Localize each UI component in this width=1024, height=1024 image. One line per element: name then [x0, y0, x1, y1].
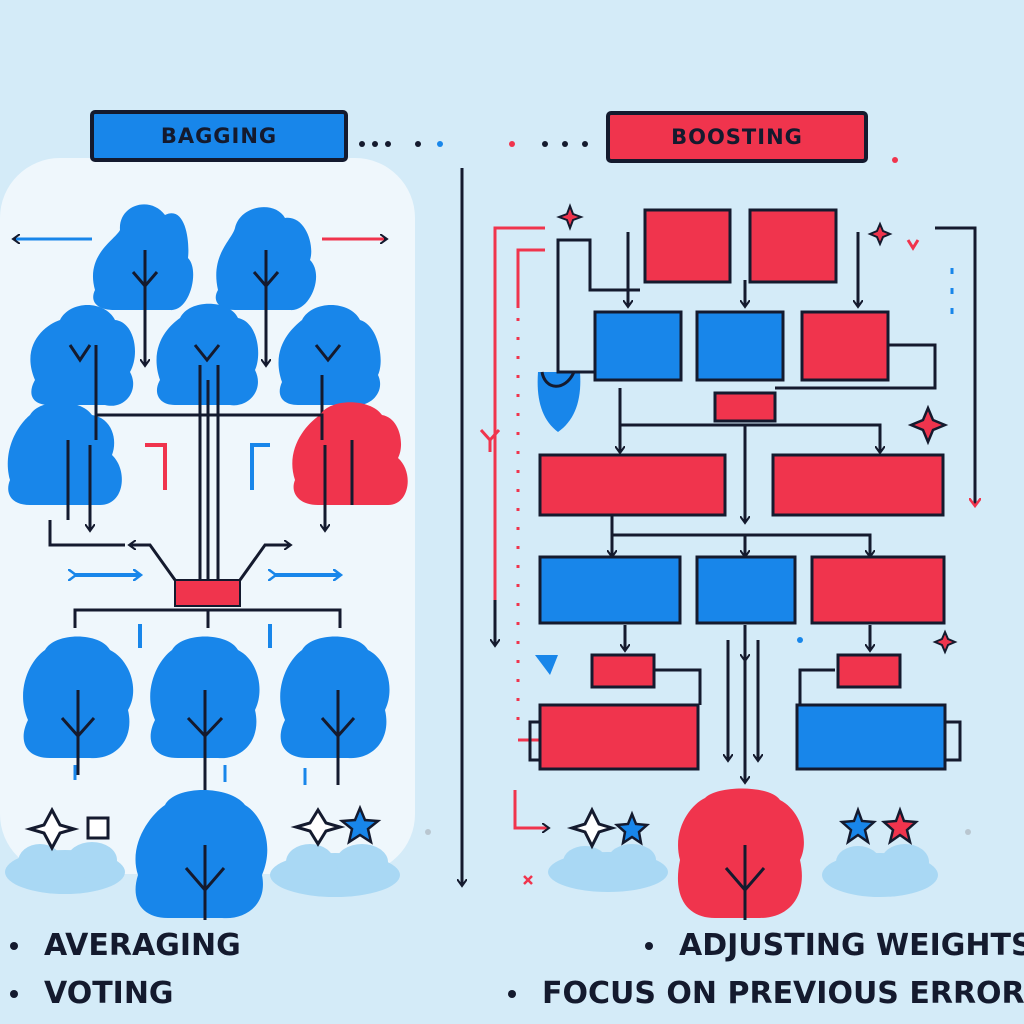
bullet-icon — [10, 942, 18, 950]
title-connector-dots — [359, 141, 898, 163]
star-icon — [838, 806, 878, 845]
boosting-learners — [538, 208, 947, 771]
boosting-connectors — [528, 232, 962, 782]
learner-box — [538, 555, 682, 625]
learner-box — [538, 703, 700, 771]
learner-box — [771, 453, 945, 517]
bagging-tree — [278, 305, 381, 440]
boosting-title: BOOSTING — [606, 111, 868, 163]
bullet-icon — [508, 990, 516, 998]
shield-icon — [537, 372, 581, 432]
boosting-point-label: FOCUS ON PREVIOUS ERRORS — [542, 976, 1024, 1011]
bullet-icon — [10, 990, 18, 998]
bagging-connectors — [48, 365, 342, 628]
star-icon — [880, 806, 920, 845]
learner-box — [836, 653, 902, 689]
square-icon — [86, 816, 110, 840]
list-item: FOCUS ON PREVIOUS ERRORS — [508, 970, 1024, 1018]
bagging-tree — [7, 402, 122, 530]
bagging-aggregator — [174, 579, 241, 607]
bagging-tree — [92, 204, 194, 365]
learner-box — [795, 703, 947, 771]
bagging-dashes — [73, 765, 307, 785]
cloud-icon — [548, 844, 938, 897]
bullet-icon — [645, 942, 653, 950]
boosting-title-label: BOOSTING — [671, 125, 803, 149]
bagging-point-label: VOTING — [44, 976, 174, 1011]
bagging-points: AVERAGING VOTING — [10, 922, 241, 1018]
learner-box — [593, 310, 683, 382]
learner-box — [538, 453, 727, 517]
sparkle-icon — [290, 807, 346, 847]
final-tree-icon — [135, 790, 268, 920]
bagging-tree — [150, 636, 260, 790]
list-item: AVERAGING — [10, 922, 241, 970]
bagging-title-label: BAGGING — [160, 124, 278, 148]
bagging-title: BAGGING — [90, 110, 348, 162]
bagging-tree — [280, 636, 390, 785]
star-icon — [338, 804, 382, 845]
sparkle-icon — [24, 806, 80, 852]
learner-box — [643, 208, 732, 284]
bagging-tree — [30, 305, 135, 440]
bagging-tree — [215, 207, 317, 365]
learner-box — [800, 310, 890, 382]
boosting-accents — [425, 203, 971, 885]
learner-box — [810, 555, 946, 625]
cloud-icon — [5, 842, 400, 897]
learner-box — [713, 391, 777, 423]
boosting-side-flows — [479, 226, 975, 828]
final-tree-red-icon — [677, 788, 804, 920]
list-item: ADJUSTING WEIGHTS — [508, 922, 1024, 970]
learner-box — [695, 310, 785, 382]
learner-box — [748, 208, 838, 284]
sparkle-icon — [566, 806, 618, 850]
learner-box — [695, 555, 797, 625]
boosting-points: ADJUSTING WEIGHTS FOCUS ON PREVIOUS ERRO… — [508, 922, 1024, 1018]
bagging-tree — [156, 303, 259, 406]
star-icon — [613, 810, 651, 846]
learner-box — [590, 653, 656, 689]
bagging-point-label: AVERAGING — [44, 928, 241, 963]
boosting-point-label: ADJUSTING WEIGHTS — [679, 928, 1024, 963]
bagging-tree — [23, 636, 134, 775]
bagging-decorations — [75, 443, 340, 648]
list-item: VOTING — [10, 970, 241, 1018]
